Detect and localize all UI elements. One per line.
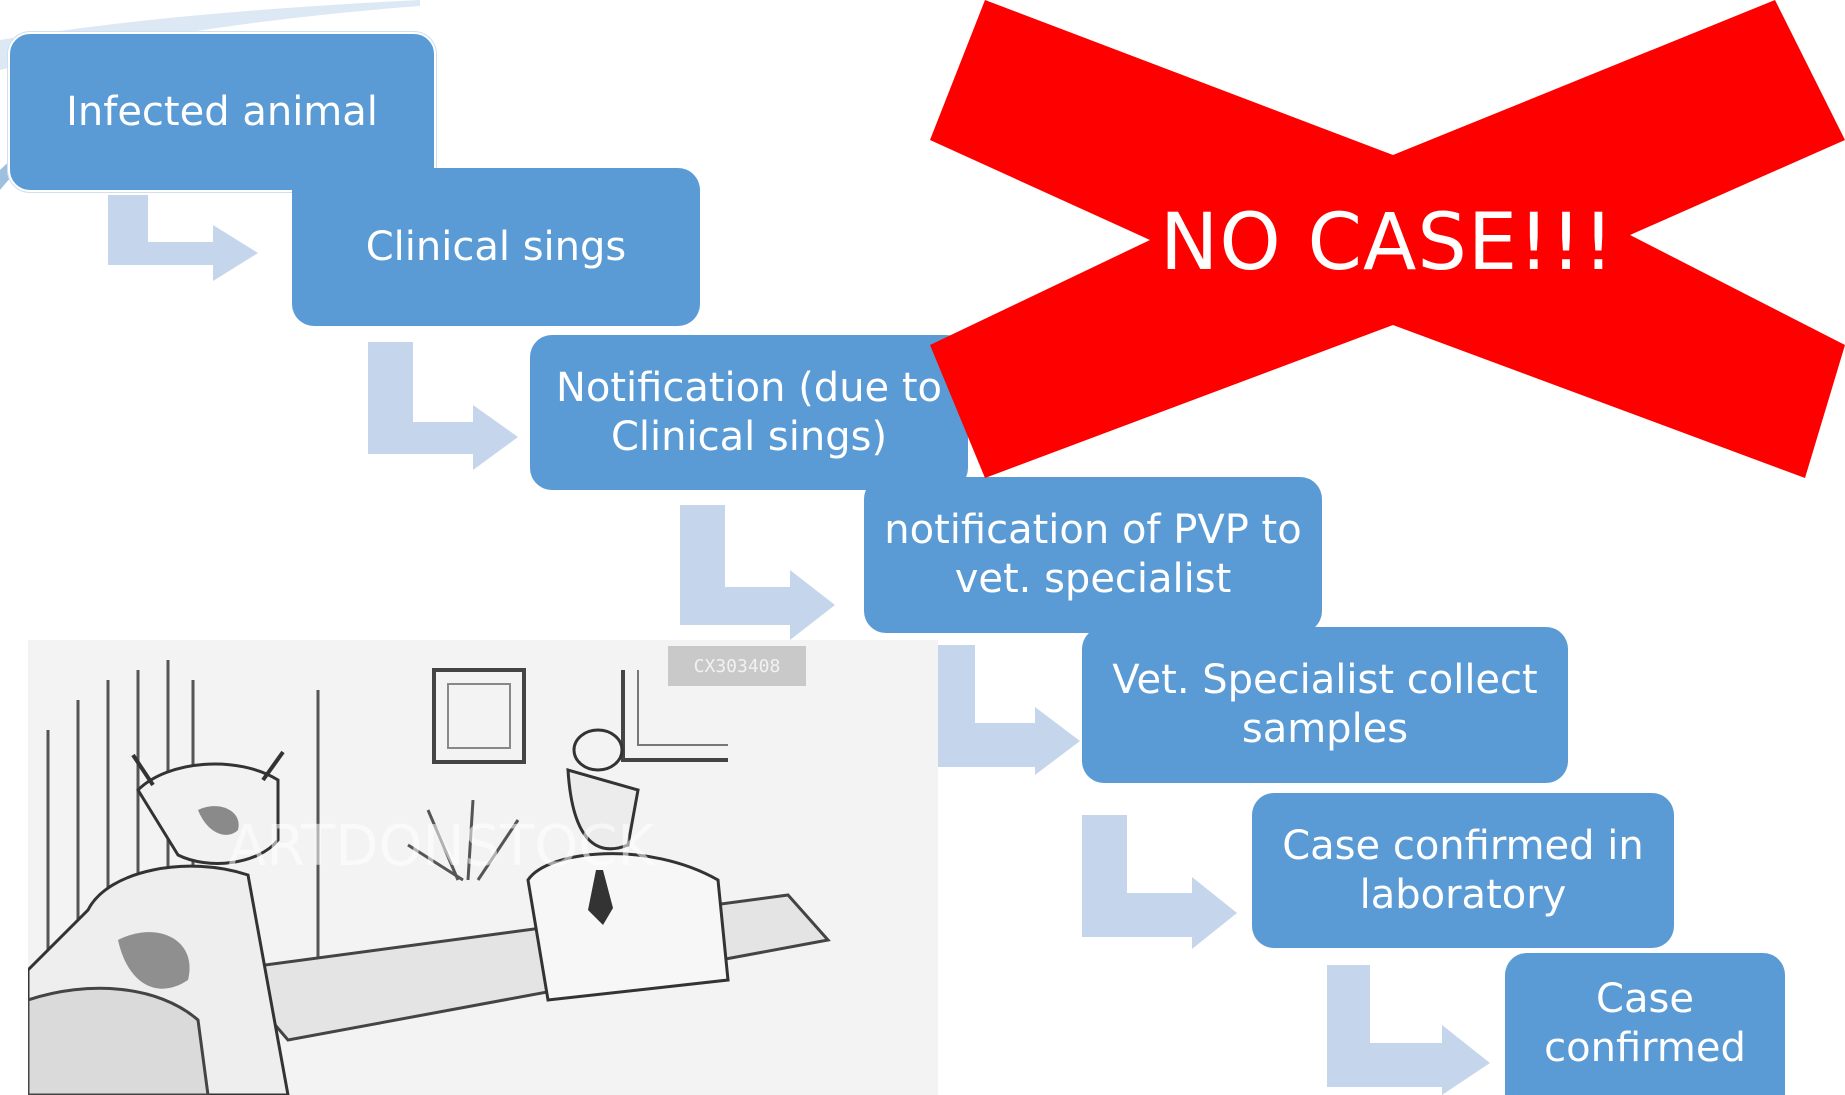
- step-infected-animal: Infected animal: [8, 32, 436, 192]
- step-label: Notification (due to Clinical sings): [555, 364, 943, 460]
- connector-arrow-3: [680, 505, 835, 640]
- step-label: Vet. Specialist collect samples: [1112, 657, 1538, 752]
- step-notification-pvp: notification of PVP to vet. specialist: [864, 477, 1322, 633]
- step-label: notification of PVP to vet. specialist: [884, 507, 1302, 602]
- watermark-code: CX303408: [668, 646, 806, 686]
- connector-arrow-2: [368, 342, 518, 477]
- connector-arrow-6: [1327, 965, 1490, 1095]
- step-notification: Notification (due to Clinical sings): [530, 335, 968, 490]
- vet-cartoon-illustration: ARTDONSTOCK: [28, 640, 938, 1095]
- step-label: Case confirmed: [1544, 976, 1746, 1071]
- step-label: Infected animal: [66, 88, 378, 135]
- step-case-confirmed: Case confirmed: [1505, 953, 1785, 1095]
- connector-arrow-1: [108, 195, 258, 295]
- no-case-label: NO CASE!!!: [1160, 198, 1615, 288]
- step-collect-samples: Vet. Specialist collect samples: [1082, 627, 1568, 783]
- step-lab-confirmed: Case confirmed in laboratory: [1252, 793, 1674, 948]
- no-case-cross-overlay: NO CASE!!!: [930, 0, 1845, 490]
- step-clinical-sings: Clinical sings: [292, 168, 700, 326]
- watermark-brand: ARTDONSTOCK: [228, 814, 655, 879]
- step-label: Case confirmed in laboratory: [1282, 822, 1644, 918]
- connector-arrow-4: [930, 645, 1080, 775]
- connector-arrow-5: [1082, 815, 1237, 950]
- step-label: Clinical sings: [365, 223, 627, 270]
